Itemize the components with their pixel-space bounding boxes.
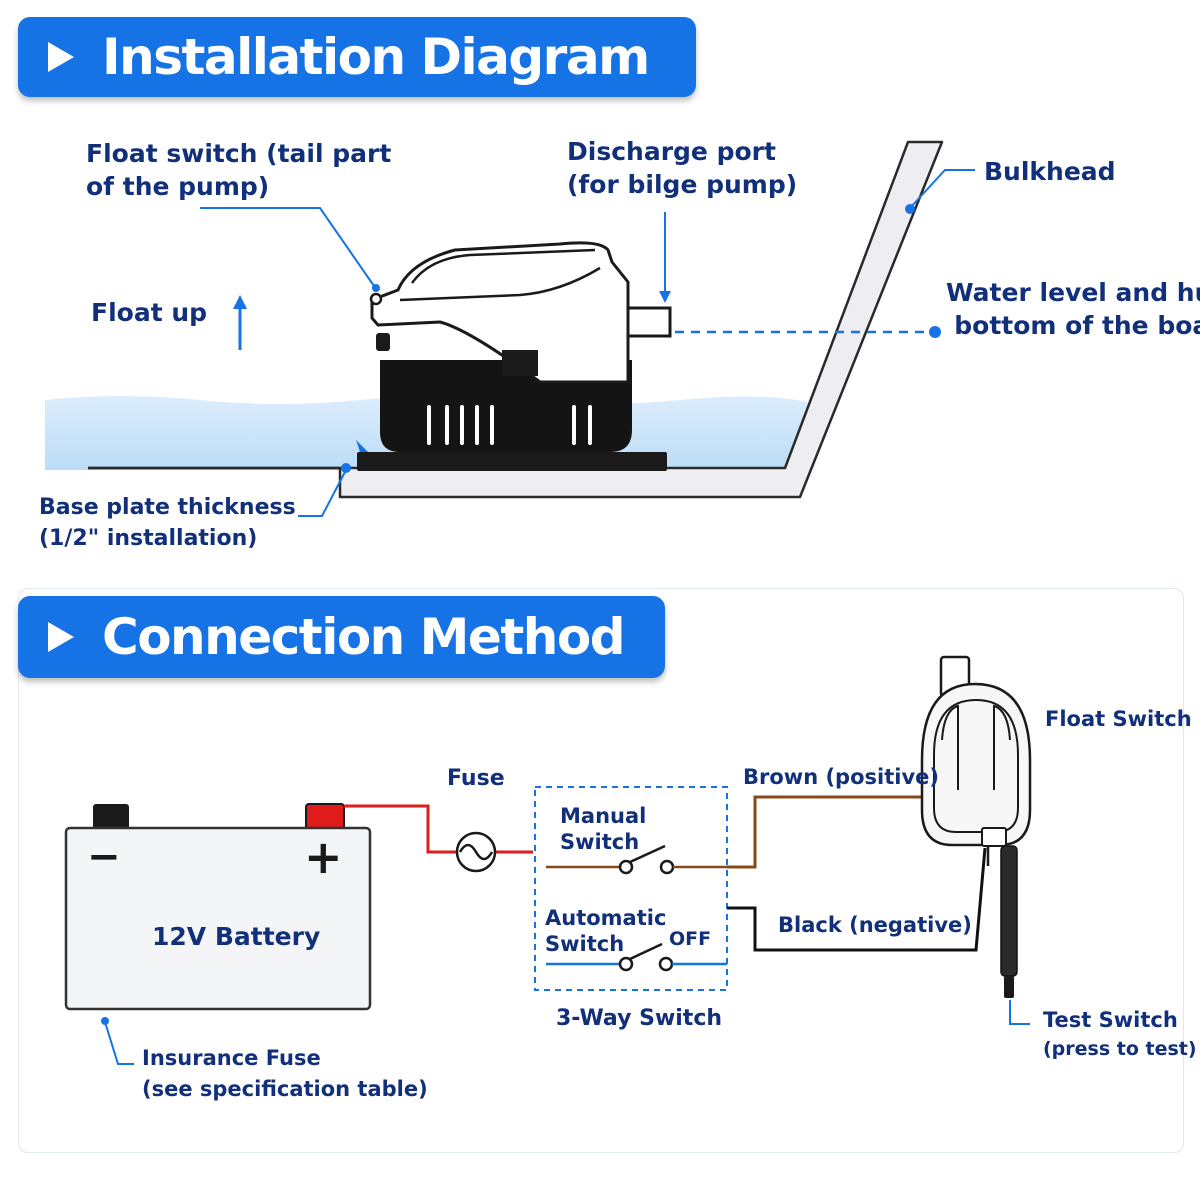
brown-wire <box>727 795 936 869</box>
play-triangle-icon <box>48 42 74 72</box>
base-plate-line-2: (1/2" installation) <box>39 526 258 551</box>
manual-switch-label: Manual Switch <box>560 803 646 855</box>
automatic-switch-line-2: Switch <box>545 932 625 956</box>
installation-diagram-banner: Installation Diagram <box>18 17 696 97</box>
water-level-callout: Water level and hull bottom of the boat <box>946 276 1200 342</box>
float-switch-nub <box>369 292 383 306</box>
leader-lines <box>200 169 975 517</box>
water-level-line-2: bottom of the boat <box>954 311 1200 340</box>
manual-switch-line-2: Switch <box>560 830 640 854</box>
test-switch-callout: Test Switch (press to test) <box>1043 1006 1197 1064</box>
test-switch-leader <box>1009 1000 1030 1025</box>
brown-wire-label: Brown (positive) <box>743 765 939 789</box>
red-wire <box>344 804 458 854</box>
battery-body <box>64 826 372 1011</box>
fuse-symbol <box>455 831 497 873</box>
installation-diagram-title: Installation Diagram <box>102 28 650 86</box>
pump-vents <box>427 405 592 445</box>
float-switch-label: Float Switch <box>1045 707 1192 731</box>
base-plate-callout: Base plate thickness (1/2" installation) <box>39 492 296 554</box>
fuse-label: Fuse <box>447 766 505 791</box>
float-switch-line-1: Float switch (tail part <box>86 139 392 168</box>
battery-negative-terminal <box>93 804 129 830</box>
pump-badge <box>502 350 538 376</box>
battery-positive-terminal <box>305 803 345 831</box>
float-switch-pump <box>920 655 1032 998</box>
off-label: OFF <box>669 928 712 950</box>
float-up-label: Float up <box>91 298 208 327</box>
discharge-port <box>626 306 672 338</box>
insurance-fuse-callout: Insurance Fuse (see specification table) <box>142 1043 428 1105</box>
water-level-line-1: Water level and hull <box>946 278 1200 307</box>
manual-switch-line-1: Manual <box>560 804 647 828</box>
base-plate-line-1: Base plate thickness <box>39 495 296 520</box>
connection-method-title: Connection Method <box>102 608 626 666</box>
connection-method-banner: Connection Method <box>18 596 665 678</box>
discharge-port-line-1: Discharge port <box>567 137 776 166</box>
test-switch-line-1: Test Switch <box>1043 1008 1178 1032</box>
black-wire <box>727 847 987 952</box>
hull-and-bulkhead <box>88 140 944 499</box>
automatic-switch-label: Automatic Switch <box>545 905 666 957</box>
automatic-switch-line-1: Automatic <box>545 906 667 930</box>
three-way-switch-label: 3-Way Switch <box>556 1006 723 1031</box>
base-plate <box>357 452 667 471</box>
float-switch-callout: Float switch (tail part of the pump) <box>86 137 391 203</box>
pump-upper-body <box>370 241 630 384</box>
insurance-fuse-line-2: (see specification table) <box>142 1077 428 1101</box>
battery-label: 12V Battery <box>152 922 321 951</box>
float-switch-line-2: of the pump) <box>86 172 270 201</box>
discharge-port-callout: Discharge port (for bilge pump) <box>567 135 797 201</box>
discharge-port-line-2: (for bilge pump) <box>567 170 798 199</box>
installation-diagram-drawing <box>45 140 975 517</box>
battery-plus-sign: + <box>304 830 343 884</box>
insurance-fuse-leader <box>104 1021 134 1065</box>
black-wire-label: Black (negative) <box>778 913 972 937</box>
test-switch-line-2: (press to test) <box>1043 1038 1197 1060</box>
battery-minus-sign: − <box>87 834 121 880</box>
bulkhead-label: Bulkhead <box>984 157 1116 186</box>
play-triangle-icon <box>48 622 74 652</box>
manual-switch-symbol <box>546 844 727 875</box>
automatic-switch-symbol <box>546 942 727 972</box>
insurance-fuse-line-1: Insurance Fuse <box>142 1046 321 1070</box>
